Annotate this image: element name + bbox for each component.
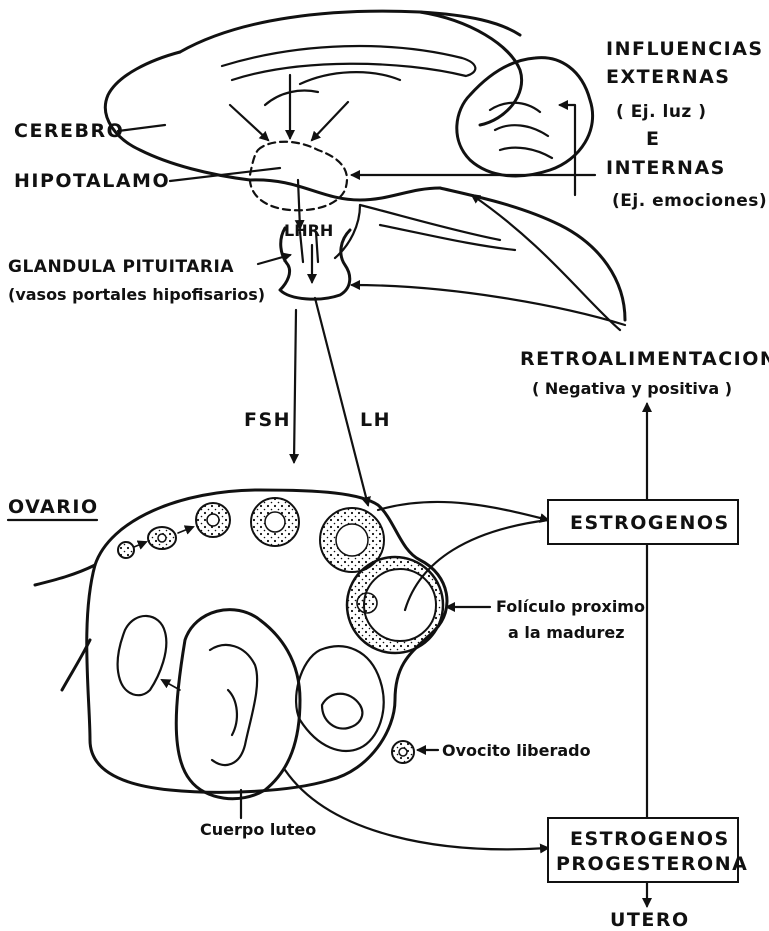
feedback-to-brain-arrow [472, 195, 620, 330]
box-estrogenos2-text: ESTROGENOS [570, 828, 730, 850]
label-foliculo-2: a la madurez [508, 623, 625, 642]
label-glandula: GLANDULA PITUITARIA [8, 257, 234, 277]
label-utero: UTERO [610, 909, 690, 931]
label-influencias-1: INFLUENCIAS [606, 38, 764, 60]
label-ovario: OVARIO [8, 496, 99, 518]
label-retroalimentacion: RETROALIMENTACION [520, 348, 769, 370]
follicle-to-estrogen-arrow [378, 502, 548, 520]
label-influencias-5: INTERNAS [606, 157, 726, 179]
label-foliculo-1: Folículo proximo [496, 597, 645, 616]
label-hipotalamo: HIPOTALAMO [14, 170, 170, 192]
label-cerebro: CEREBRO [14, 120, 124, 142]
label-influencias-6: (Ej. emociones) [612, 191, 767, 211]
label-lhrh: LHRH [284, 221, 333, 240]
ovary [35, 490, 447, 799]
fsh-arrow [294, 310, 296, 462]
label-vasos: (vasos portales hipofisarios) [8, 285, 265, 304]
brain-to-hypothalamus-arrow-2 [230, 105, 268, 140]
label-fsh: FSH [244, 409, 291, 431]
label-influencias-2: EXTERNAS [606, 66, 731, 88]
label-influencias-4: E [646, 128, 660, 150]
brain-to-hypothalamus-arrow-3 [312, 102, 348, 140]
feedback-to-pituitary-arrow [352, 285, 625, 325]
label-influencias-3: ( Ej. luz ) [616, 102, 707, 122]
lh-arrow [315, 298, 368, 505]
label-retro-tipo: ( Negativa y positiva ) [532, 379, 732, 398]
box-progesterona-text: PROGESTERONA [556, 853, 748, 875]
label-cuerpo-luteo: Cuerpo luteo [200, 820, 316, 839]
influence-to-cerebellum-arrow [560, 105, 575, 195]
label-lh: LH [360, 409, 391, 431]
label-ovocito: Ovocito liberado [442, 741, 591, 760]
box-estrogenos-text: ESTROGENOS [570, 512, 730, 534]
